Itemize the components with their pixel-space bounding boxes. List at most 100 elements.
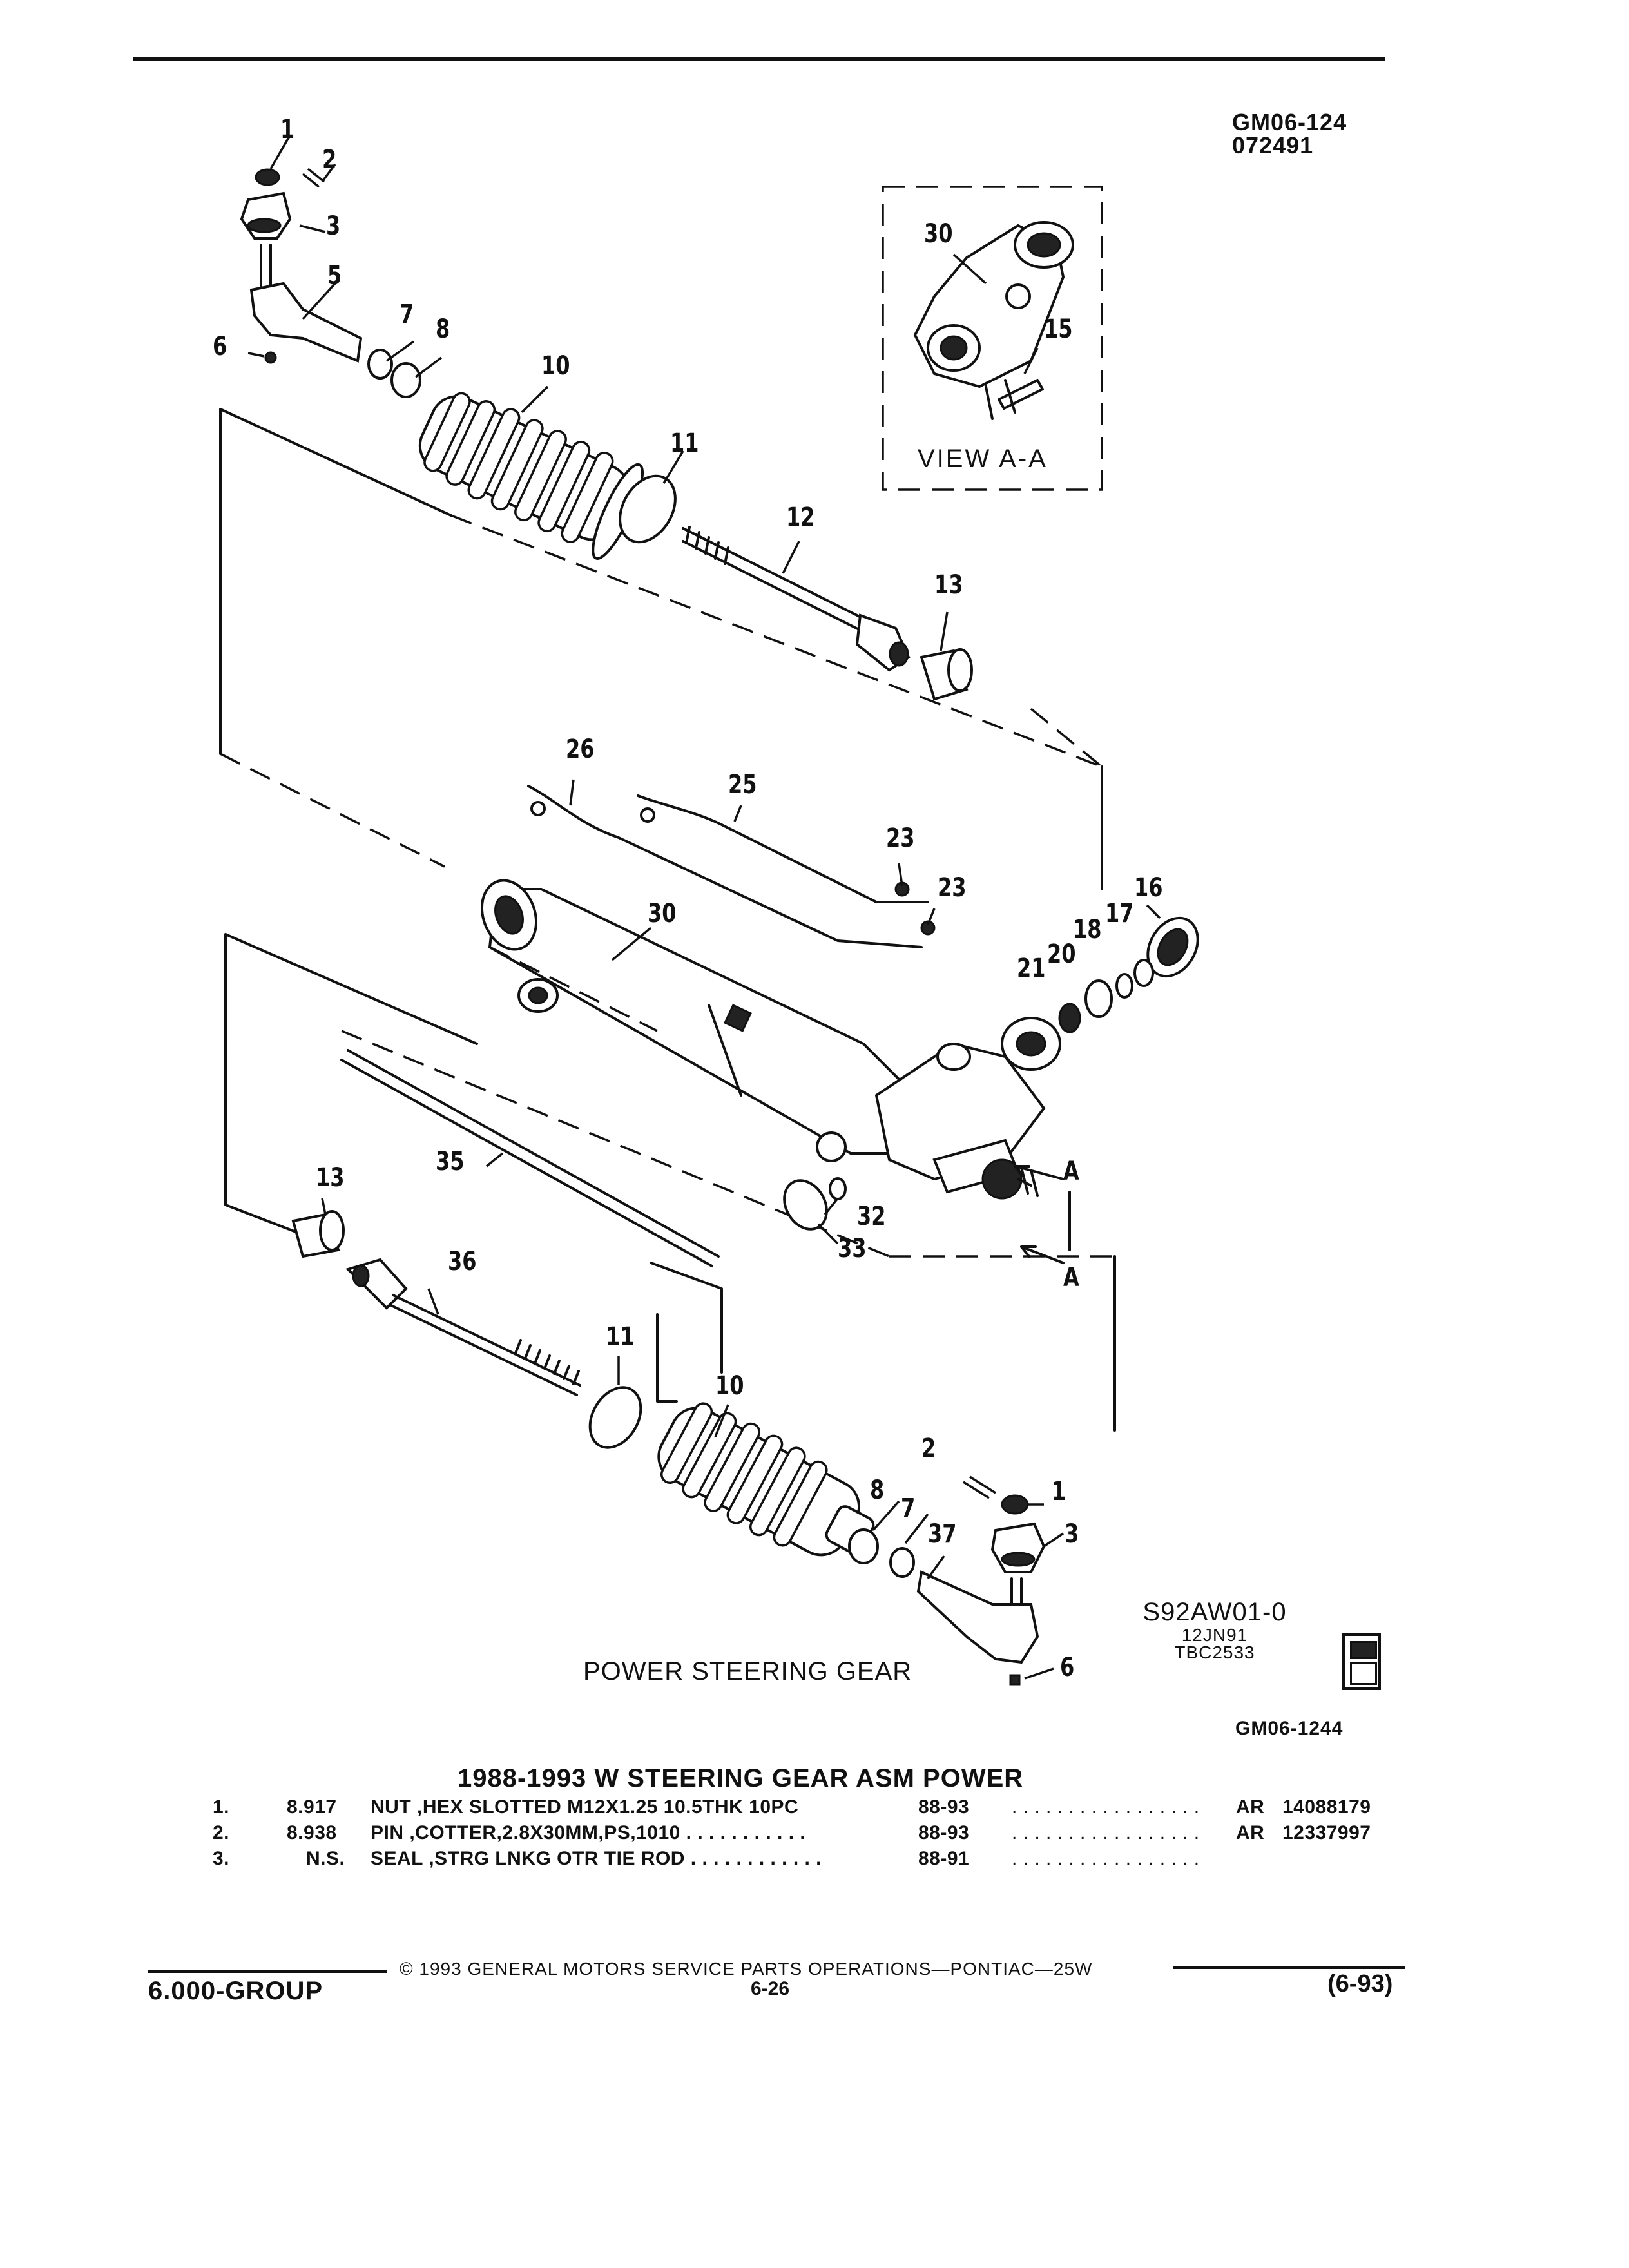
row-qty: AR: [1236, 1822, 1265, 1843]
callout-16: 16: [1134, 873, 1163, 903]
upper-explode-dashes: [220, 514, 1103, 868]
lower-washer: [889, 1547, 915, 1578]
row-years: 88-93: [918, 1796, 970, 1818]
row-number: 1.: [213, 1796, 230, 1818]
callout-30-view: 30: [924, 219, 953, 249]
gm-spo-logo: [1342, 1633, 1381, 1690]
callout-23-b: 23: [938, 873, 967, 903]
illustration-code-line2: 072491: [1232, 132, 1314, 159]
lower-clamp: [588, 1386, 642, 1449]
callout-1-top: 1: [280, 115, 295, 144]
callout-8-top: 8: [436, 314, 450, 344]
callout-11-bottom: 11: [606, 1322, 635, 1352]
section-arrows: [1014, 1165, 1071, 1264]
row-dots: . . . . . . . . . . . . . . . . .: [1012, 1796, 1200, 1818]
callout-23-a: 23: [886, 823, 915, 853]
parts-list-title: 1988-1993 W STEERING GEAR ASM POWER: [458, 1764, 1024, 1792]
illustration-code-line1: GM06-124: [1232, 109, 1347, 135]
row-code: 8.917: [287, 1796, 337, 1818]
illustration-code: GM06-124 072491: [1232, 111, 1347, 157]
callout-11-top: 11: [670, 428, 699, 458]
row-number: 2.: [213, 1822, 230, 1843]
row-qty: AR: [1236, 1796, 1265, 1818]
footer-date: (6-93): [1327, 1970, 1393, 1997]
callout-26: 26: [566, 735, 595, 764]
upper-bushing: [920, 648, 973, 701]
callout-10-bottom: 10: [715, 1371, 744, 1401]
figure-code-block: S92AW01-0 12JN91 TBC2533: [1131, 1598, 1298, 1662]
callout-33: 33: [838, 1234, 867, 1264]
part-32-seal: [829, 1177, 847, 1200]
upper-explode-frame: [219, 408, 1103, 890]
footer-rule-right: [1173, 1966, 1405, 1969]
row-description: SEAL ,STRG LNKG OTR TIE ROD . . . . . . …: [371, 1848, 822, 1869]
callout-15: 15: [1044, 314, 1073, 344]
callout-3-top: 3: [326, 211, 341, 241]
view-aa-label: VIEW A-A: [918, 445, 1048, 473]
row-dots: . . . . . . . . . . . . . . . . .: [1012, 1822, 1200, 1843]
callout-7-bottom: 7: [901, 1494, 916, 1523]
top-rule: [133, 57, 1385, 61]
lower-jam-nut: [848, 1528, 879, 1564]
row-part-number: 14088179: [1282, 1796, 1371, 1818]
upper-inner-tie-rod: [682, 526, 911, 672]
row-code: N.S.: [306, 1848, 345, 1869]
lower-bushing: [291, 1210, 345, 1258]
row-description: NUT ,HEX SLOTTED M12X1.25 10.5THK 10PC: [371, 1796, 799, 1818]
row-number: 3.: [213, 1848, 230, 1869]
upper-tie-rod-end: [240, 168, 363, 364]
row-years: 88-93: [918, 1822, 970, 1843]
figure-code-bottom: GM06-1244: [1235, 1718, 1344, 1739]
callout-6-bottom: 6: [1060, 1653, 1075, 1682]
callout-2-top: 2: [322, 145, 337, 175]
callout-7-top: 7: [400, 300, 414, 329]
callout-2-bottom: 2: [921, 1434, 936, 1463]
callout-35: 35: [436, 1147, 465, 1177]
lower-explode-frame: [224, 933, 1116, 1432]
callout-17: 17: [1105, 899, 1134, 928]
figure-code-main: S92AW01-0: [1142, 1598, 1287, 1626]
callout-5: 5: [327, 261, 342, 291]
callout-18: 18: [1073, 915, 1102, 945]
figure-code-tbc: TBC2533: [1174, 1642, 1255, 1662]
row-part-number: 12337997: [1282, 1822, 1371, 1843]
callout-3-bottom: 3: [1065, 1519, 1079, 1549]
callout-21: 21: [1017, 954, 1046, 983]
part-7-washer: [367, 349, 393, 380]
footer-page-number: 6-26: [751, 1978, 790, 1999]
row-years: 88-91: [918, 1848, 970, 1869]
callout-10-top: 10: [541, 351, 570, 381]
footer-copyright: © 1993 GENERAL MOTORS SERVICE PARTS OPER…: [400, 1959, 1093, 1979]
figure-code-date: 12JN91: [1181, 1625, 1248, 1645]
lower-inner-tie-rod: [345, 1258, 581, 1396]
figure-caption: POWER STEERING GEAR: [583, 1657, 912, 1686]
callout-12: 12: [786, 503, 815, 532]
callout-25: 25: [728, 770, 757, 800]
upper-clamp: [619, 474, 677, 544]
view-aa-box: [882, 186, 1103, 491]
callout-30-main: 30: [648, 899, 677, 928]
row-dots: . . . . . . . . . . . . . . . . .: [1012, 1848, 1200, 1869]
callout-a-2: A: [1063, 1263, 1079, 1293]
row-description: PIN ,COTTER,2.8X30MM,PS,1010 . . . . . .…: [371, 1822, 806, 1843]
rack-housing: [480, 879, 1061, 1200]
leader-lines: [247, 135, 1161, 1680]
part-33-boot: [783, 1179, 828, 1231]
callout-6-top: 6: [213, 332, 227, 361]
callout-13-bottom: 13: [316, 1163, 345, 1193]
callout-37: 37: [928, 1519, 957, 1549]
callout-32: 32: [857, 1202, 886, 1231]
part-8-jam-nut: [390, 362, 421, 398]
row-code: 8.938: [287, 1822, 337, 1843]
footer-group: 6.000-GROUP: [148, 1977, 323, 2005]
upper-boot: [418, 392, 644, 560]
callout-20: 20: [1047, 939, 1076, 969]
footer-rule-left: [148, 1970, 387, 1973]
view-aa-valve-housing: [913, 221, 1074, 420]
callout-36: 36: [448, 1247, 477, 1276]
lower-tie-rod-end: [916, 1475, 1046, 1686]
callout-8-bottom: 8: [870, 1475, 885, 1505]
callout-a-1: A: [1063, 1157, 1079, 1186]
pinion-seals: [1058, 916, 1199, 1033]
